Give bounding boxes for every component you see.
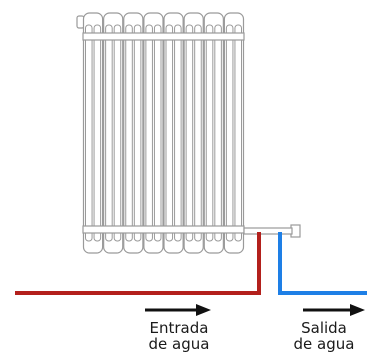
- radiator-column: [123, 12, 144, 254]
- radiator-column: [183, 12, 204, 254]
- inlet-label-line-1: Entrada: [149, 319, 209, 337]
- inlet-label: Entrada de agua: [130, 320, 228, 352]
- top-header: [82, 32, 245, 41]
- outlet-label: Salida de agua: [284, 320, 364, 352]
- radiator-column: [163, 12, 184, 254]
- cold-water-outlet-pipe: [278, 232, 367, 295]
- radiator-column: [143, 12, 164, 254]
- inlet-arrow: [145, 304, 211, 316]
- hot-water-inlet-pipe: [15, 232, 261, 295]
- radiator-column: [103, 12, 124, 254]
- pipe-connections: [243, 224, 301, 238]
- radiator: [76, 12, 245, 254]
- inlet-label-line-2: de agua: [148, 335, 210, 353]
- outlet-label-line-2: de agua: [293, 335, 355, 353]
- connector-pipe: [243, 227, 293, 235]
- radiator-column: [223, 12, 245, 254]
- radiator-column: [203, 12, 224, 254]
- outlet-arrow: [303, 304, 365, 316]
- bottom-header: [82, 225, 245, 234]
- radiator-column: [82, 12, 104, 254]
- outlet-label-line-1: Salida: [301, 319, 347, 337]
